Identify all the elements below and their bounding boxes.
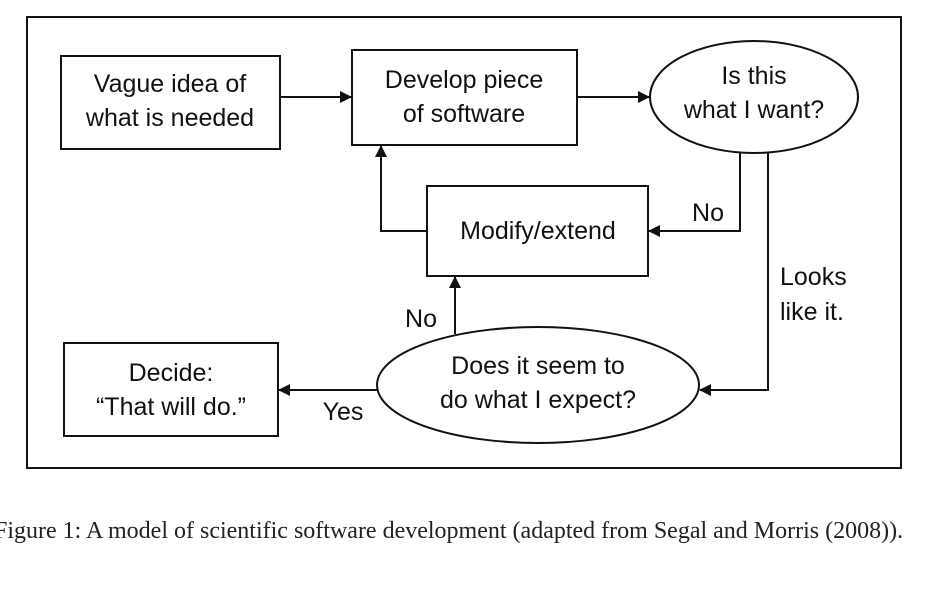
diagram-frame [26,16,902,469]
develop-box [351,49,578,146]
develop-line-2: of software [403,100,525,128]
decide-box [63,342,279,437]
modify-box [426,185,649,277]
figure-caption: Figure 1: A model of scientific software… [0,518,904,544]
is-this-line-2: what I want? [683,96,824,124]
is-this-line-1: Is this [721,62,786,90]
edge-label-no-bottom: No [405,305,437,333]
edge-label-like-it: like it. [780,298,844,326]
decide-line-1: Decide: [129,359,214,387]
does-it-seem-line-2: do what I expect? [440,386,636,414]
edge-label-looks: Looks [780,263,847,291]
is-this-ellipse [649,40,859,154]
does-it-seem-ellipse [376,326,700,444]
flowchart: Vague idea of what is needed Develop pie… [26,16,902,469]
edge-label-no-top: No [692,199,724,227]
develop-line-1: Develop piece [385,66,543,94]
vague-idea-line-1: Vague idea of [94,70,246,98]
edge-label-yes: Yes [323,398,364,426]
arrow-modify-to-develop [375,145,427,232]
does-it-seem-line-1: Does it seem to [451,352,625,380]
decide-line-2: “That will do.” [96,393,246,421]
arrow-is-this-looks-to-does-it-seem [699,152,769,396]
arrow-is-this-no-to-modify [648,152,741,237]
modify-line-1: Modify/extend [460,217,616,245]
vague-idea-line-2: what is needed [85,104,254,132]
vague-idea-box [60,55,281,150]
